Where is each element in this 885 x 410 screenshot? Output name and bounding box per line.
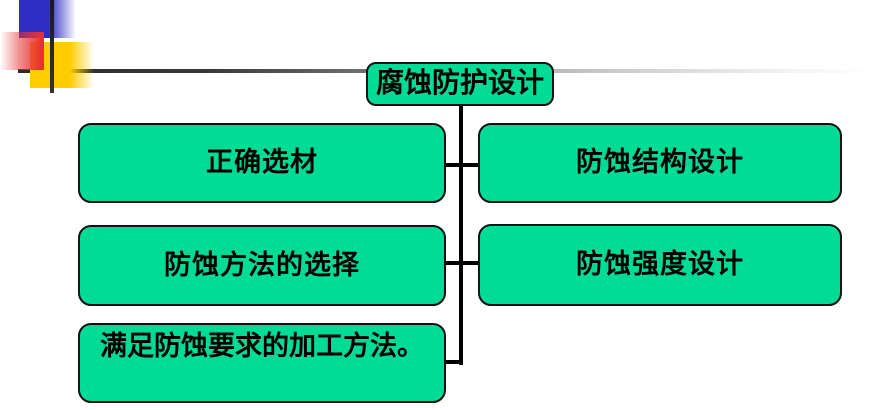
connector-row3-elbow bbox=[444, 360, 463, 364]
node-anticorrosion-structure-design: 防蚀结构设计 bbox=[478, 123, 842, 203]
node-correct-material-selection: 正确选材 bbox=[78, 123, 446, 203]
connector-row1-crossbar bbox=[446, 163, 478, 167]
connector-trunk-vertical bbox=[459, 105, 463, 365]
decoration-red-square bbox=[0, 32, 44, 70]
node-anticorrosion-strength-design: 防蚀强度设计 bbox=[478, 224, 842, 306]
node-root-corrosion-protection-design: 腐蚀防护设计 bbox=[366, 62, 554, 106]
node-anticorrosion-method-selection: 防蚀方法的选择 bbox=[78, 225, 446, 306]
node-processing-methods-meeting-requirements: 满足防蚀要求的加工方法。 bbox=[78, 323, 446, 403]
decoration-vertical-line bbox=[50, 0, 54, 93]
connector-row2-crossbar bbox=[446, 261, 478, 265]
decoration-blue-square bbox=[19, 0, 76, 38]
